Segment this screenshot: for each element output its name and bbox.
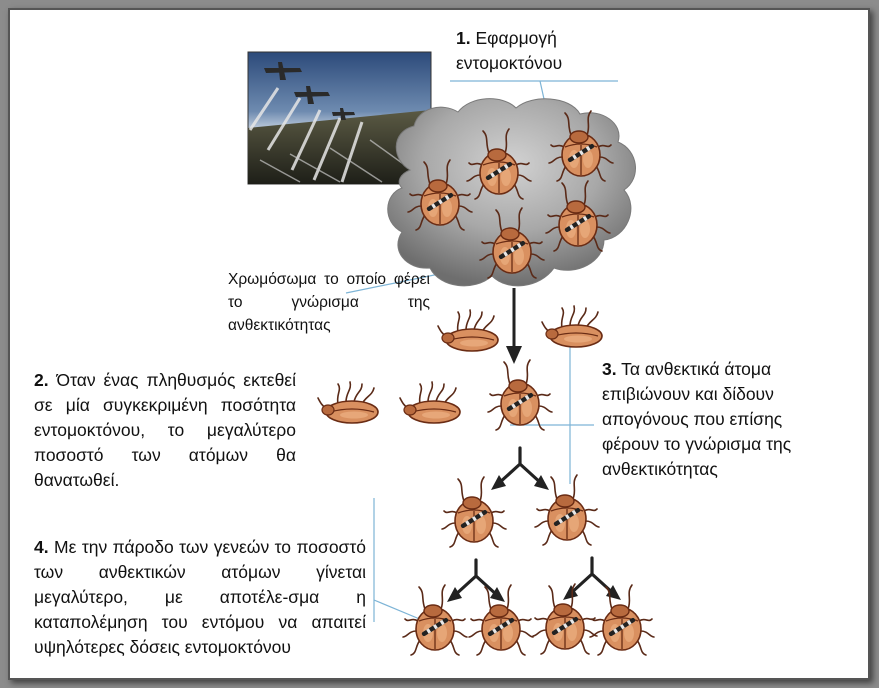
dead-beetle-icon: [317, 381, 379, 424]
step4-text: 4. Με την πάροδο των γενεών το ποσοστό τ…: [34, 535, 366, 660]
fork-arrow-icon: [445, 558, 507, 604]
beetle-icon: [589, 584, 655, 656]
step1-text: 1. Εφαρμογή εντομοκτόνου: [456, 26, 606, 76]
dead-beetle-icon: [437, 309, 499, 352]
fork-arrow-icon: [489, 446, 551, 492]
dead-beetle-icon: [541, 305, 603, 348]
step4-label: Με την πάροδο των γενεών το ποσοστό των …: [34, 537, 366, 657]
dead-beetle-icon: [399, 381, 461, 424]
step2-label: Όταν ένας πληθυσμός εκτεθεί σε μία συγκε…: [34, 370, 296, 490]
step3-text: 3. Τα ανθεκτικά άτομα επιβιώνουν και δίδ…: [602, 357, 838, 482]
step1-number: 1.: [456, 28, 471, 48]
step4-number: 4.: [34, 537, 49, 557]
step2-number: 2.: [34, 370, 49, 390]
diagram-frame: 1. Εφαρμογή εντομοκτόνου Χρωμόσωμα το οπ…: [8, 8, 870, 680]
leader-line-step4-beetle: [373, 599, 423, 621]
chromosome-label: Χρωμόσωμα το οποίο φέρει το γνώρισμα της…: [228, 271, 430, 334]
diagram-canvas: [247, 51, 655, 656]
step2-text: 2. Όταν ένας πληθυσμός εκτεθεί σε μία συ…: [34, 368, 296, 493]
arrow-down-icon: [506, 288, 522, 364]
step3-label: Τα ανθεκτικά άτομα επιβιώνουν και δίδουν…: [602, 359, 792, 479]
step3-number: 3.: [602, 359, 617, 379]
step1-label: Εφαρμογή εντομοκτόνου: [456, 28, 563, 73]
beetle-icon: [532, 583, 598, 655]
survivor-beetle-icon: [487, 359, 553, 431]
